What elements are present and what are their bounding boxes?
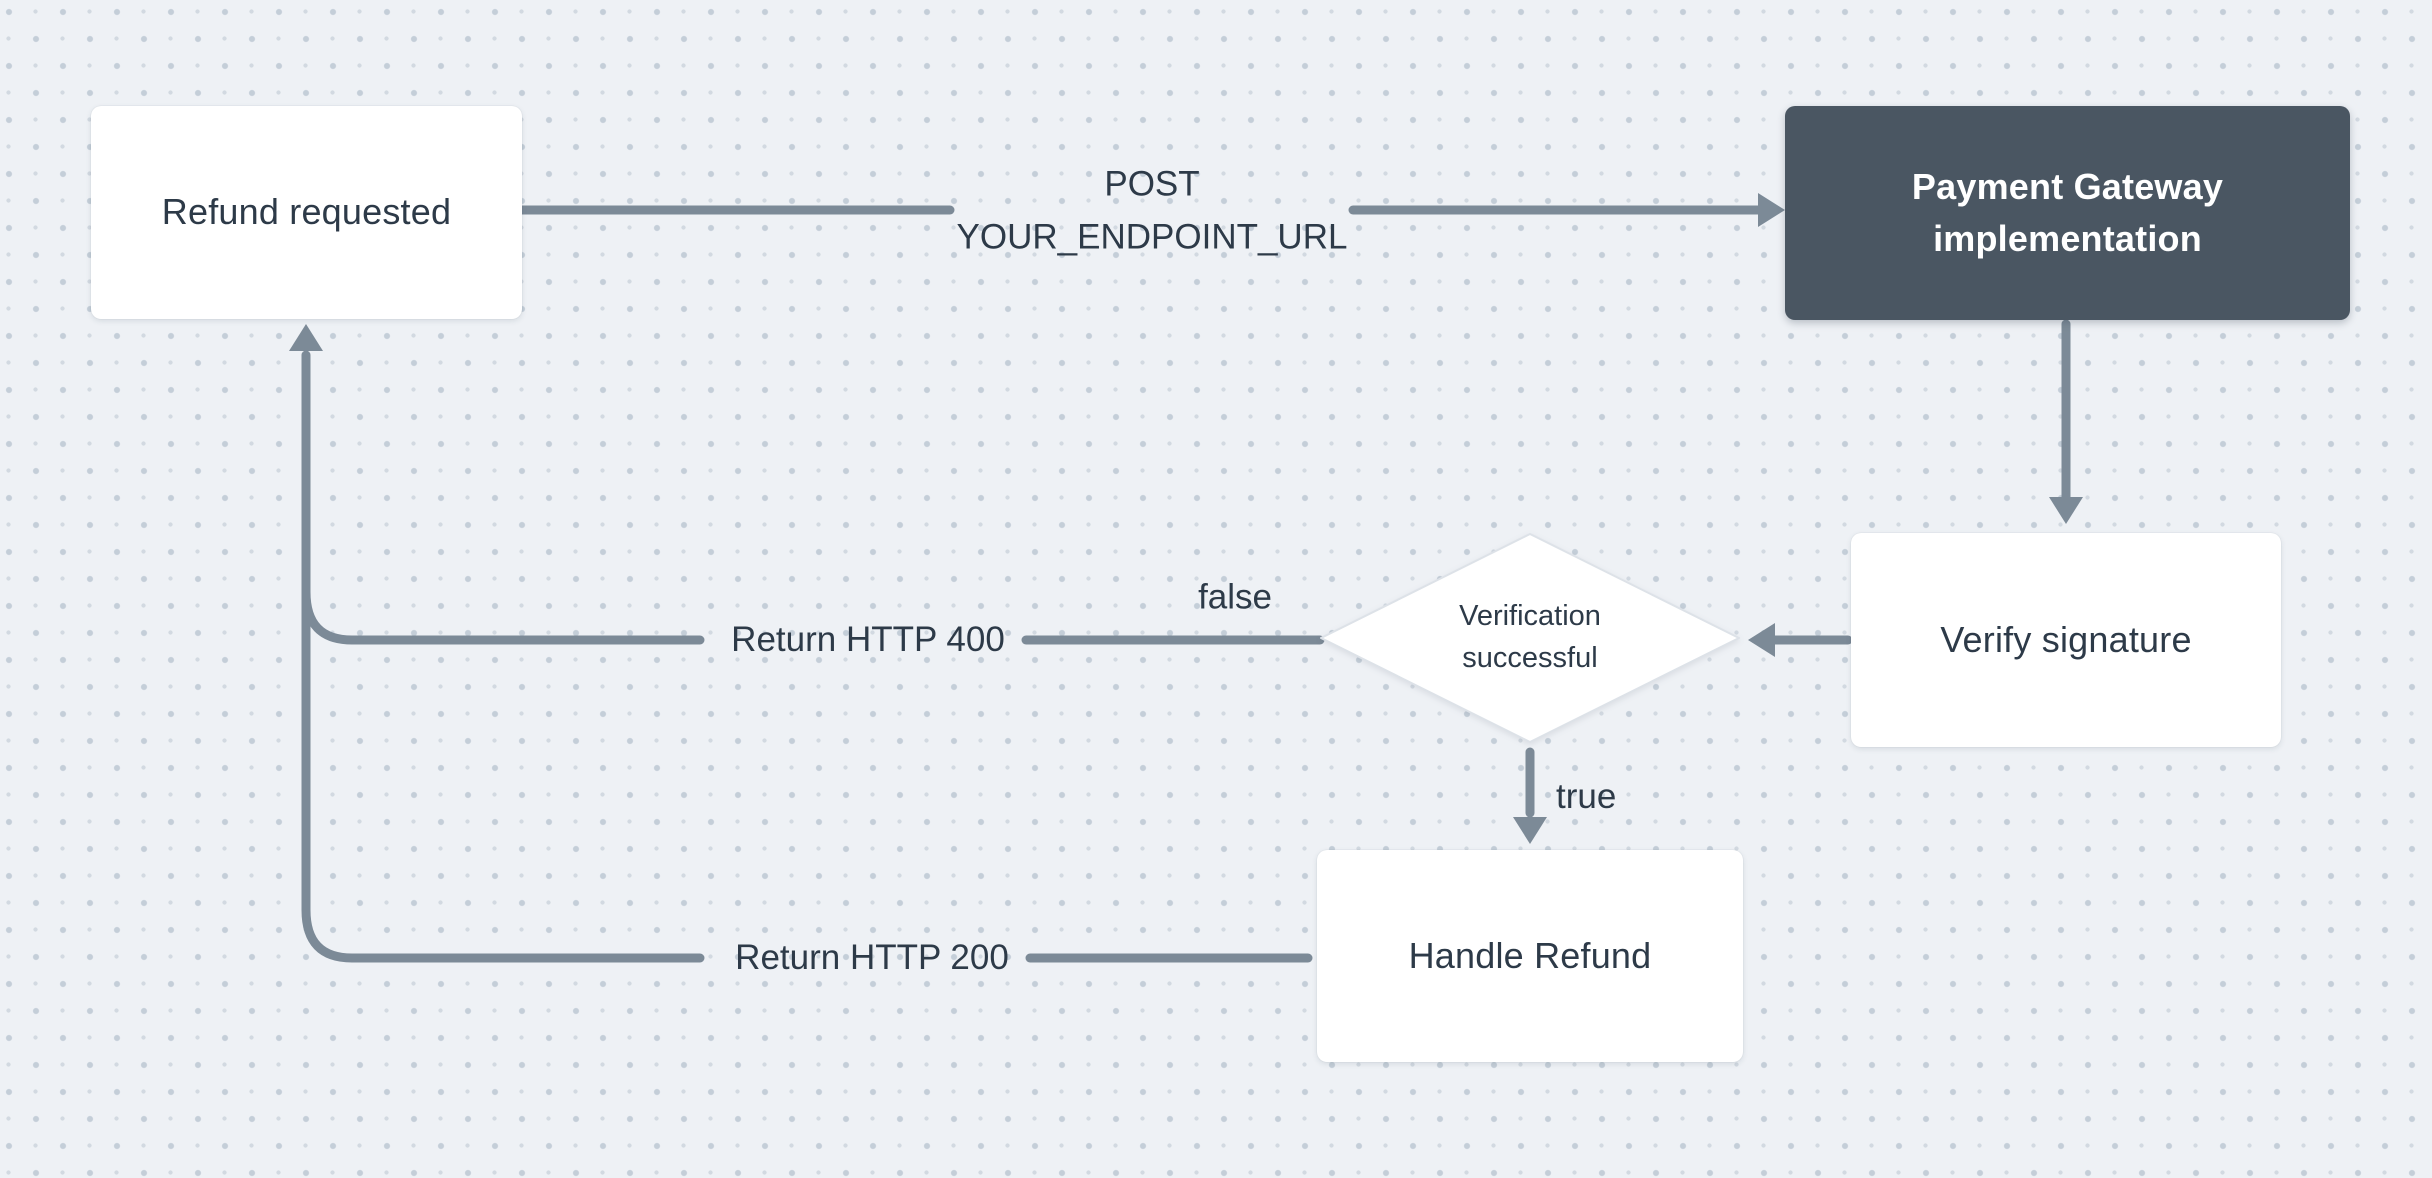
node-handle-refund[interactable]: Handle Refund [1317,850,1743,1062]
node-payment-gateway-label-line2: implementation [1933,218,2202,259]
edge-false-line-left [301,587,705,645]
arrow-up-icon [289,324,323,351]
node-verify-signature-label: Verify signature [1940,618,2192,660]
arrow-right-icon [1758,193,1785,227]
node-payment-gateway[interactable]: Payment Gateway implementation [1785,106,2350,320]
node-verify-signature[interactable]: Verify signature [1851,533,2281,747]
post-label-line1: POST [1104,164,1200,204]
edge-label-true: true [1556,776,1617,816]
post-label-line2: YOUR_ENDPOINT_URL [956,217,1348,256]
node-payment-gateway-label-line1: Payment Gateway [1911,165,2224,207]
edge-return-line-vertical [301,350,705,963]
arrow-down-icon [1513,817,1547,844]
node-verification-successful-label: Verification successful [1459,595,1601,679]
node-refund-requested[interactable]: Refund requested [91,106,522,319]
node-refund-requested-label: Refund requested [161,191,452,233]
edge-label-return-http-200: Return HTTP 200 [735,937,1009,977]
node-handle-refund-label: Handle Refund [1408,934,1652,976]
edge-label-false: false [1198,577,1272,617]
arrow-left-icon [1748,623,1775,657]
edge-label-post-endpoint: POST YOUR_ENDPOINT_URL [957,159,1348,264]
arrow-down-icon [2049,497,2083,524]
verification-label-line1: Verification [1459,599,1601,632]
node-verification-successful[interactable] [1320,533,1740,743]
verification-label-line2: successful [1462,642,1598,674]
edge-label-return-http-400: Return HTTP 400 [731,619,1005,659]
